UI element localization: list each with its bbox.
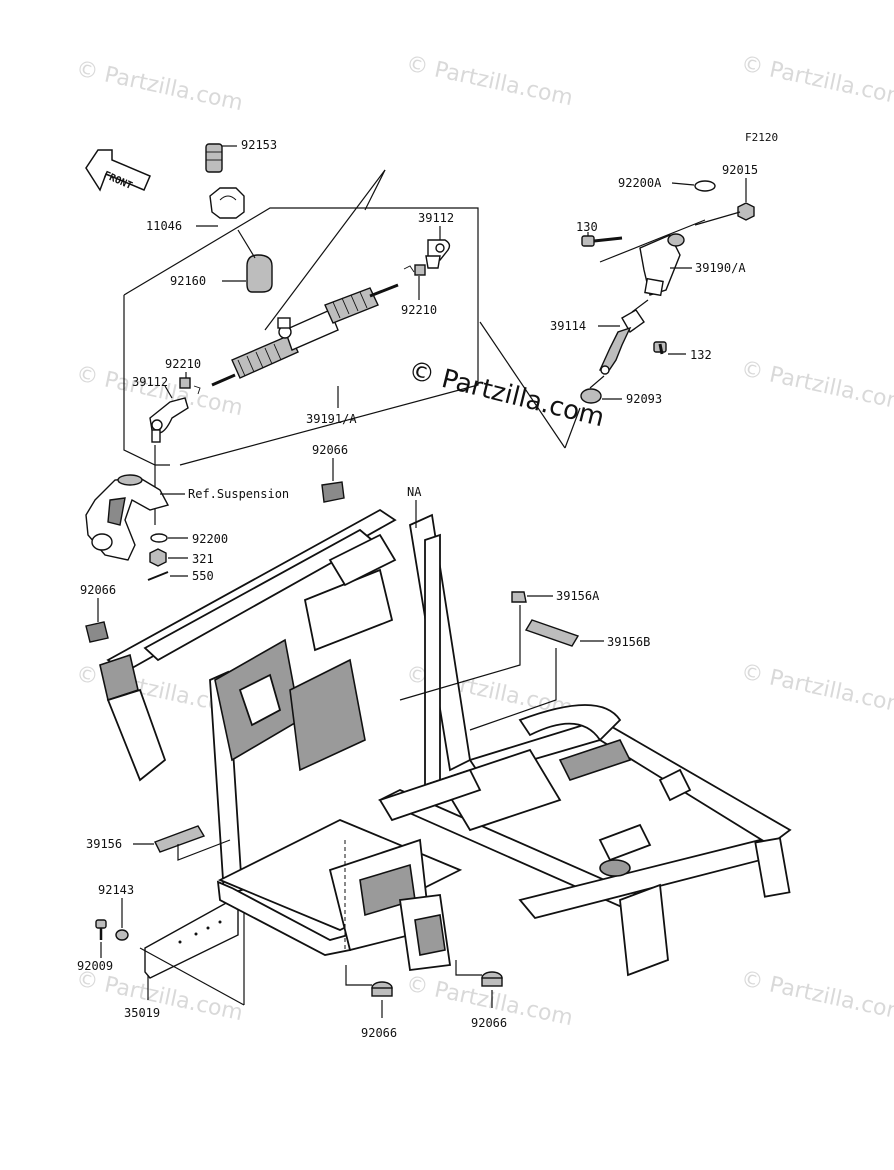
- watermark: © Partzilla.com: [739, 356, 894, 416]
- grommet-parts: 92066 92066 92066 92066: [80, 443, 507, 1040]
- label-132: 132: [690, 348, 712, 362]
- part-92153: [205, 143, 223, 173]
- part-39112-left: [149, 397, 189, 443]
- part-39156: [154, 825, 206, 853]
- label-92210-left: 92210: [165, 357, 201, 371]
- label-92093: 92093: [626, 392, 662, 406]
- rack-guide-line: [264, 169, 386, 331]
- guard-plate-group: 35019 92143 92009: [77, 883, 245, 1020]
- label-92066-bl: 92066: [361, 1026, 397, 1040]
- label-35019: 35019: [124, 1006, 160, 1020]
- part-130: [581, 235, 623, 247]
- label-92200: 92200: [192, 532, 228, 546]
- label-92160: 92160: [170, 274, 206, 288]
- rack-box-outline: [123, 207, 479, 466]
- part-39112-top: [425, 239, 451, 269]
- label-92143: 92143: [98, 883, 134, 897]
- figure-code: F2120: [745, 131, 778, 144]
- label-39114: 39114: [550, 319, 586, 333]
- column-guide-line: [479, 321, 566, 449]
- part-550: [147, 571, 169, 581]
- rack-guide-line: [364, 169, 386, 211]
- label-11046: 11046: [146, 219, 182, 233]
- steering-column-group: 92200A 92015 39190/A 130 39114: [479, 163, 758, 449]
- label-130: 130: [576, 220, 598, 234]
- part-92015: [737, 202, 755, 221]
- part-92210-top: [403, 264, 426, 276]
- part-92093: [580, 388, 602, 404]
- label-39191A: 39191/A: [306, 412, 357, 426]
- part-11046: [209, 187, 245, 219]
- part-92066-br: [481, 971, 503, 987]
- label-92153: 92153: [241, 138, 277, 152]
- part-39114: [599, 309, 645, 375]
- part-92066-left: [85, 621, 109, 643]
- main-frame: NA: [99, 485, 792, 986]
- pad-parts: 39156A 39156B 39156: [86, 589, 650, 853]
- label-39156A: 39156A: [556, 589, 600, 603]
- part-92210-left: [179, 377, 201, 395]
- part-92066-top: [321, 481, 345, 503]
- part-39190A: [639, 233, 685, 297]
- ref-suspension-label: Ref.Suspension: [188, 487, 289, 501]
- part-92160: [246, 254, 273, 293]
- part-92009: [95, 919, 107, 940]
- na-label: NA: [407, 485, 422, 499]
- label-92015: 92015: [722, 163, 758, 177]
- label-39156: 39156: [86, 837, 122, 851]
- label-550: 550: [192, 569, 214, 583]
- part-39156B: [524, 619, 580, 647]
- label-92066-left: 92066: [80, 583, 116, 597]
- part-92200: [150, 533, 168, 543]
- part-35019: [144, 901, 239, 979]
- label-92066-top: 92066: [312, 443, 348, 457]
- watermark: © Partzilla.com: [739, 659, 894, 719]
- watermark: © Partzilla.com: [739, 966, 894, 1026]
- label-39190A: 39190/A: [695, 261, 746, 275]
- center-watermark: © Partzilla.com: [405, 356, 607, 434]
- label-92066-br: 92066: [471, 1016, 507, 1030]
- part-39156A: [511, 591, 527, 603]
- label-92200A: 92200A: [618, 176, 662, 190]
- label-92009: 92009: [77, 959, 113, 973]
- part-92143: [115, 929, 129, 941]
- watermark: © Partzilla.com: [74, 56, 245, 116]
- part-39191A-rack: [211, 283, 399, 387]
- label-321: 321: [192, 552, 214, 566]
- label-39112-top: 39112: [418, 211, 454, 225]
- part-132: [653, 341, 667, 355]
- label-39112-left: 39112: [132, 375, 168, 389]
- watermark: © Partzilla.com: [404, 51, 575, 111]
- part-92200A: [694, 180, 716, 192]
- part-321: [149, 548, 167, 567]
- rack-box-left: [123, 295, 170, 466]
- steering-rack-group: 92153 11046 92160: [123, 138, 479, 466]
- label-92210-top: 92210: [401, 303, 437, 317]
- watermark: © Partzilla.com: [739, 51, 894, 111]
- front-arrow-icon: FRONT: [85, 149, 151, 192]
- part-92066-bl: [371, 981, 393, 997]
- label-39156B: 39156B: [607, 635, 650, 649]
- knuckle-group: Ref.Suspension 92200 321 550: [85, 445, 289, 583]
